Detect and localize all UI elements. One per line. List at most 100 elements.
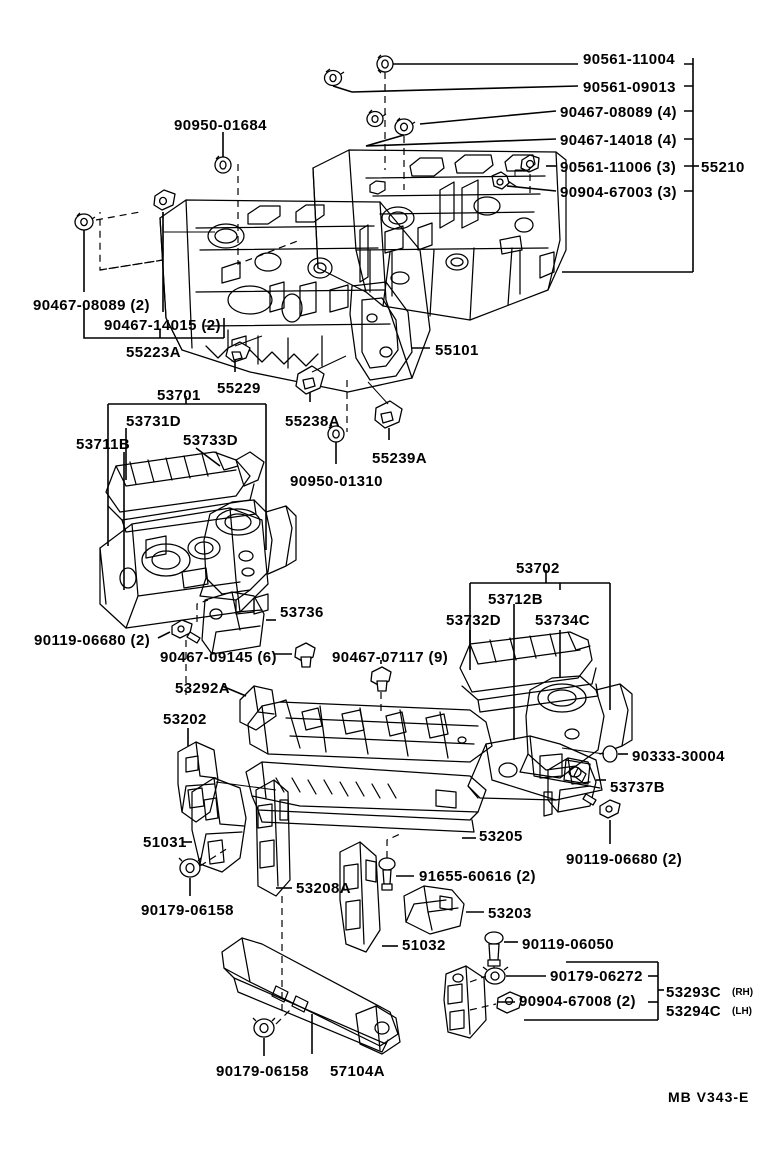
- dash-90119-06680-left: [196, 599, 209, 622]
- dash-90950-01684: [237, 164, 301, 265]
- part-label-51032: 51032: [402, 937, 446, 954]
- member-53208A-art: [255, 779, 291, 897]
- part-label-90904-67008-2: 90904-67008 (2): [519, 993, 636, 1010]
- fastener-90467-14018: [365, 117, 416, 147]
- apron-rail-lh-art: [105, 451, 265, 533]
- part-label-55238A: 55238A: [285, 413, 340, 430]
- fastener-90467-07117: [370, 666, 392, 692]
- fastener-90561-11006: [520, 154, 540, 173]
- bracket-55223A: [83, 304, 225, 339]
- part-label-90467-09145-6: 90467-09145 (6): [160, 649, 277, 666]
- part-label-55239A: 55239A: [372, 450, 427, 467]
- fastener-90561-09013: [323, 68, 353, 93]
- pointer-55239A: [367, 381, 389, 405]
- part-label-53736: 53736: [280, 604, 324, 621]
- part-label-53205: 53205: [479, 828, 523, 845]
- part-label-90179-06272: 90179-06272: [550, 968, 643, 985]
- part-label-53733D: 53733D: [183, 432, 238, 449]
- part-label-55101: 55101: [435, 342, 479, 359]
- bracket-53737B-art: [543, 757, 597, 817]
- part-label-90561-11004: 90561-11004: [583, 51, 675, 68]
- part-label-53734C: 53734C: [535, 612, 590, 629]
- fastener-90950-01684: [214, 155, 232, 174]
- crossmember-57104A-art: [221, 937, 401, 1055]
- fastener-90179-06272: [482, 966, 509, 985]
- part-label-90950-01310: 90950-01310: [290, 473, 383, 490]
- part-label-90561-09013: 90561-09013: [583, 79, 676, 96]
- radiator-support-lower-art: [245, 761, 487, 833]
- part-label-90119-06050: 90119-06050: [522, 936, 614, 953]
- part-label-53711B: 53711B: [76, 436, 131, 453]
- part-label-53208A: 53208A: [296, 880, 351, 897]
- part-label-90561-11006-3: 90561-11006 (3): [560, 159, 677, 176]
- frame-rail-rh-art: [467, 735, 603, 801]
- part-label-90904-67003-3: 90904-67003 (3): [560, 184, 677, 201]
- pointer-55238A: [311, 355, 347, 373]
- part-label-90467-07117-9: 90467-07117 (9): [332, 649, 449, 666]
- pointer-90333-30004: [561, 747, 605, 755]
- fastener-90467-14015-2: [153, 189, 176, 211]
- part-label-53712B: 53712B: [488, 591, 543, 608]
- sheet-footer-code: MB V343-E: [668, 1089, 750, 1105]
- strut-tower-lh-art: [199, 499, 297, 615]
- member-51031-art: [191, 777, 247, 873]
- group-label-55223A: 55223A: [126, 344, 181, 361]
- dash-panel-55101-art: [159, 199, 431, 393]
- fastener-90119-06680-left: [171, 619, 201, 644]
- part-label-53737B: 53737B: [610, 779, 665, 796]
- group-label-55210: 55210: [701, 159, 745, 176]
- clip-55229: [225, 341, 251, 363]
- group-label-53294C: 53294C: [666, 1003, 721, 1020]
- part-label-53731D: 53731D: [126, 413, 181, 430]
- part-label-90179-06158b: 90179-06158: [216, 1063, 309, 1080]
- pointer-53208A: [215, 781, 277, 791]
- group-label-53702: 53702: [516, 560, 560, 577]
- bracket-53293C-group: [524, 961, 664, 1021]
- dash-57104A: [275, 1007, 293, 1025]
- group-label-53293C: 53293C: [666, 984, 721, 1001]
- part-label-53203: 53203: [488, 905, 532, 922]
- fastener-90119-06050: [484, 931, 504, 967]
- fastener-91655-60616: [378, 857, 396, 891]
- apron-bracket-rh-lh-art: [443, 965, 487, 1039]
- fastener-90179-06158-bottom: [252, 1017, 276, 1038]
- radiator-support-upper-art: [239, 685, 493, 763]
- fastener-90467-08089-2: [74, 212, 96, 231]
- fastener-90119-06680-right: [582, 793, 621, 819]
- group-label-53701: 53701: [157, 387, 201, 404]
- dash-51031: [199, 847, 229, 867]
- part-label-53292A: 53292A: [175, 680, 230, 697]
- part-label-90467-08089-2: 90467-08089 (2): [33, 297, 150, 314]
- part-label-90467-14015-2: 90467-14015 (2): [104, 317, 221, 334]
- bracket-55210: [562, 58, 699, 273]
- apron-panel-lh-art: [99, 507, 269, 629]
- fastener-90467-09145: [294, 642, 316, 668]
- part-label-90467-14018-4: 90467-14018 (4): [560, 132, 677, 149]
- cowl-panel-art: [312, 149, 567, 321]
- side-label-lh: (LH): [732, 1006, 752, 1017]
- part-label-57104A: 57104A: [330, 1063, 385, 1080]
- bracket-53701: [107, 396, 267, 546]
- part-label-55229: 55229: [217, 380, 261, 397]
- fastener-90333-30004: [602, 745, 618, 763]
- leader-53733D: [195, 447, 221, 467]
- panel-53736-art: [201, 591, 265, 655]
- leader-53292A: [221, 685, 247, 697]
- fastener-90561-11004: [376, 54, 394, 74]
- dash-91655: [386, 833, 401, 858]
- part-label-90467-08089-4: 90467-08089 (4): [560, 104, 677, 121]
- clip-55239A: [374, 400, 403, 429]
- fastener-90467-08089: [366, 109, 387, 128]
- leader-90119-06680-left: [157, 631, 171, 639]
- member-51032-art: [339, 841, 381, 953]
- bracket-53202-art: [177, 741, 219, 823]
- fastener-90179-06158-left: [178, 857, 202, 878]
- part-label-90950-01684: 90950-01684: [174, 117, 267, 134]
- part-label-90119-06680-2b: 90119-06680 (2): [566, 851, 683, 868]
- side-label-rh: (RH): [732, 987, 754, 998]
- clip-55238A: [295, 365, 325, 395]
- part-label-90179-06158: 90179-06158: [141, 902, 234, 919]
- part-label-90333-30004: 90333-30004: [632, 748, 725, 765]
